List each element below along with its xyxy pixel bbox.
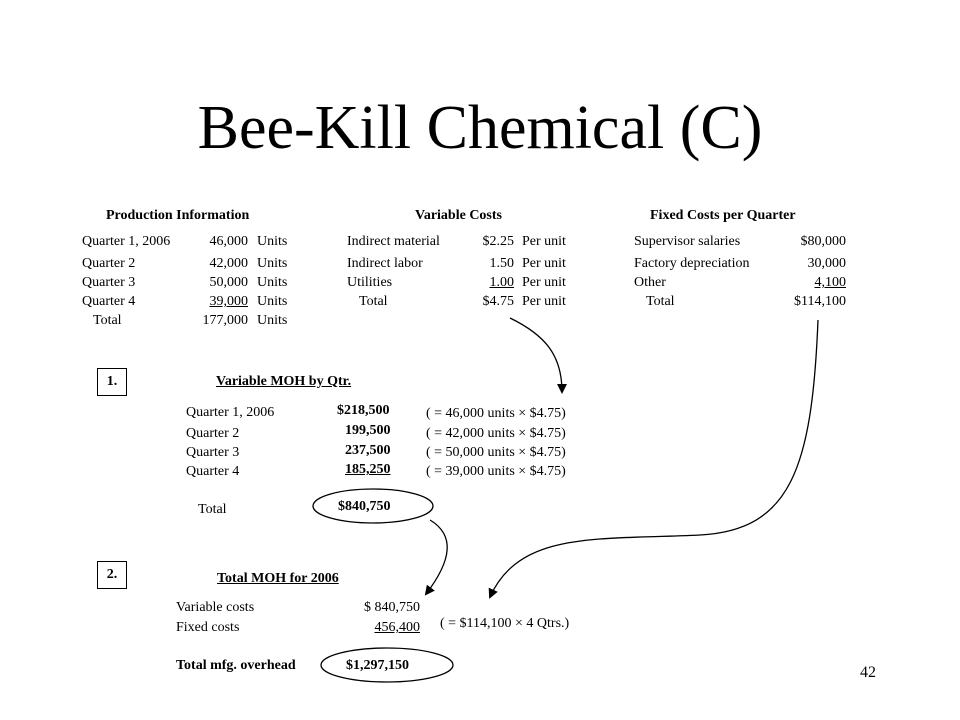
fixed-cost-value-text: 4,100 xyxy=(814,275,847,290)
production-total-label: Total xyxy=(93,313,122,328)
variable-moh-total-label: Total xyxy=(198,502,227,517)
production-unit: Units xyxy=(257,256,288,271)
fixed-cost-value: 30,000 xyxy=(807,256,847,271)
section-1-number: 1. xyxy=(97,368,127,396)
variable-total-arrow xyxy=(424,519,448,596)
production-unit: Units xyxy=(257,294,288,309)
fixed-cost-label: Factory depreciation xyxy=(634,256,750,271)
production-unit: Units xyxy=(257,234,288,249)
production-header: Production Information xyxy=(106,208,250,223)
fixed-cost-label: Other xyxy=(634,275,666,290)
production-label: Quarter 2 xyxy=(82,256,136,271)
variable-cost-unit: Per unit xyxy=(522,275,566,290)
production-value: 46,000 xyxy=(209,234,249,249)
variable-moh-value: 185,250 xyxy=(338,460,391,480)
fixed-cost-arrow xyxy=(488,319,819,599)
variable-cost-value: $2.25 xyxy=(482,234,515,249)
variable-moh-note: ( = 46,000 units × $4.75) xyxy=(426,406,566,421)
total-moh-total-label: Total mfg. overhead xyxy=(176,658,296,673)
fixed-cost-value: 4,100 xyxy=(770,273,847,293)
variable-cost-label: Indirect material xyxy=(347,234,440,249)
production-label: Quarter 4 xyxy=(82,294,136,309)
variable-moh-total-value: $840,750 xyxy=(338,499,391,514)
production-label: Quarter 1, 2006 xyxy=(82,234,171,249)
total-moh-note: ( = $114,100 × 4 Qtrs.) xyxy=(440,616,570,631)
total-moh-label: Fixed costs xyxy=(176,620,240,635)
variable-cost-label: Utilities xyxy=(347,275,393,290)
total-moh-total-ellipse xyxy=(320,647,454,683)
variable-moh-label: Quarter 4 xyxy=(186,464,240,479)
fixed-cost-label: Supervisor salaries xyxy=(634,234,741,249)
total-moh-value-text: 456,400 xyxy=(374,620,421,635)
variable-moh-note: ( = 39,000 units × $4.75) xyxy=(426,464,566,479)
page-number: 42 xyxy=(860,664,876,681)
fixed-cost-value: $80,000 xyxy=(800,234,847,249)
section-2-number: 2. xyxy=(97,561,127,589)
variable-moh-value: 199,500 xyxy=(345,423,391,438)
variable-moh-label: Quarter 2 xyxy=(186,426,240,441)
fixed-cost-total-value: $114,100 xyxy=(794,294,846,309)
variable-moh-note: ( = 50,000 units × $4.75) xyxy=(426,445,566,460)
variable-moh-value-text: 185,250 xyxy=(345,462,391,477)
variable-costs-header: Variable Costs xyxy=(415,208,502,223)
production-unit: Units xyxy=(257,275,288,290)
section-1-heading: Variable MOH by Qtr. xyxy=(216,374,352,389)
variable-cost-arrow xyxy=(509,317,567,394)
variable-moh-value: $218,500 xyxy=(337,403,390,418)
production-total-value: 177,000 xyxy=(202,313,249,328)
total-moh-label: Variable costs xyxy=(176,600,255,615)
production-value: 50,000 xyxy=(209,275,249,290)
production-value: 42,000 xyxy=(209,256,249,271)
variable-moh-label: Quarter 1, 2006 xyxy=(186,405,275,420)
variable-cost-total-value: $4.75 xyxy=(482,294,515,309)
slide-title: Bee-Kill Chemical (C) xyxy=(197,94,763,162)
variable-cost-unit: Per unit xyxy=(522,256,566,271)
variable-cost-unit: Per unit xyxy=(522,294,566,309)
variable-cost-label: Indirect labor xyxy=(347,256,423,271)
variable-cost-value: 1.00 xyxy=(489,275,515,290)
variable-moh-label: Quarter 3 xyxy=(186,445,240,460)
variable-moh-value: 237,500 xyxy=(345,443,391,458)
section-2-heading: Total MOH for 2006 xyxy=(217,571,339,586)
fixed-cost-total-label: Total xyxy=(646,294,675,309)
production-value: 39,000 xyxy=(209,294,249,309)
variable-moh-note: ( = 42,000 units × $4.75) xyxy=(426,426,566,441)
variable-cost-value: 1.50 xyxy=(489,256,515,271)
production-unit: Units xyxy=(257,313,288,328)
variable-cost-total-label: Total xyxy=(359,294,388,309)
variable-moh-total-ellipse xyxy=(312,488,434,524)
total-moh-value: 456,400 xyxy=(330,618,421,638)
production-label: Quarter 3 xyxy=(82,275,136,290)
fixed-costs-header: Fixed Costs per Quarter xyxy=(650,208,796,223)
total-moh-total-value: $1,297,150 xyxy=(346,658,409,673)
variable-cost-unit: Per unit xyxy=(522,234,566,249)
total-moh-value: $ 840,750 xyxy=(364,600,420,615)
